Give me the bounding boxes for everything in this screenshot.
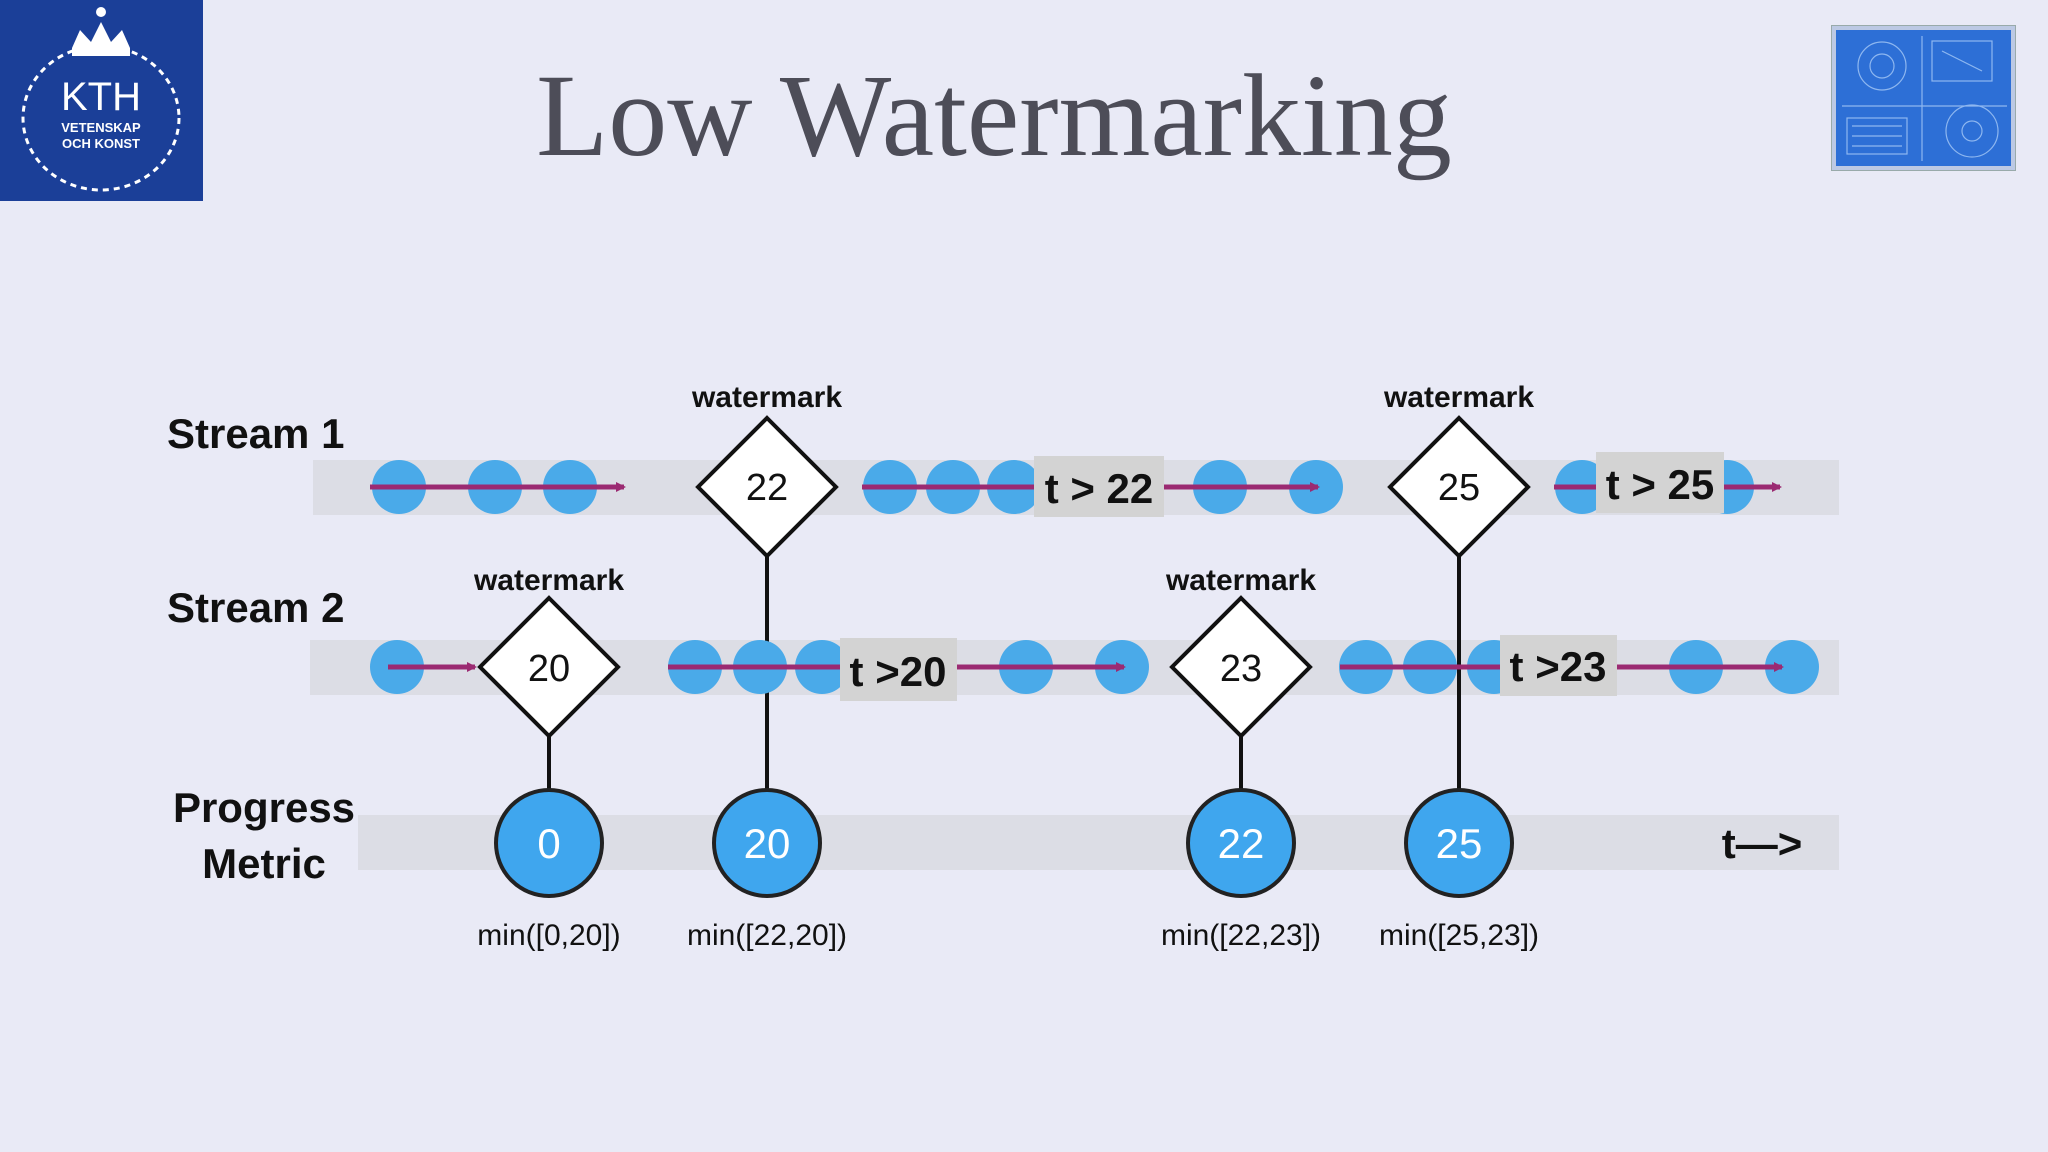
watermark-value: 20 — [528, 648, 570, 690]
progress-label-line2: Metric — [202, 840, 326, 887]
stream1-label: Stream 1 — [167, 410, 344, 457]
watermark-s2-20: 20 watermark — [473, 564, 624, 739]
condition-box-s2-20 — [840, 638, 957, 701]
progress-22: 22 min([22,23]) — [1161, 788, 1321, 952]
watermark-label: watermark — [1165, 564, 1316, 597]
svg-text:VETENSKAP: VETENSKAP — [61, 120, 141, 135]
progress-value: 25 — [1436, 820, 1483, 867]
progress-20: 20 min([22,20]) — [687, 788, 847, 952]
event-dot — [1765, 640, 1819, 694]
watermark-value: 25 — [1438, 467, 1480, 509]
svg-text:OCH KONST: OCH KONST — [62, 136, 140, 151]
progress-value: 22 — [1218, 820, 1265, 867]
svg-text:KTH: KTH — [61, 75, 141, 119]
progress-band — [358, 815, 1839, 870]
kth-logo: KTH VETENSKAP OCH KONST — [0, 0, 203, 201]
progress-formula: min([22,23]) — [1161, 919, 1321, 952]
progress-formula: min([22,20]) — [687, 919, 847, 952]
condition-s2-20: t >20 — [850, 648, 947, 695]
watermark-value: 22 — [746, 467, 788, 509]
watermark-value: 23 — [1220, 648, 1262, 690]
progress-0: 0 min([0,20]) — [477, 788, 621, 952]
watermark-s1-25: 25 watermark — [1383, 381, 1534, 559]
blueprint-image — [1831, 25, 2016, 171]
progress-value: 0 — [537, 820, 560, 867]
condition-box-s1-22 — [1034, 456, 1164, 517]
stream2-label: Stream 2 — [167, 584, 344, 631]
watermark-label: watermark — [1383, 381, 1534, 414]
condition-s1-25: t > 25 — [1606, 461, 1715, 508]
progress-label-line1: Progress — [173, 784, 355, 831]
slide-title: Low Watermarking — [536, 50, 1452, 181]
watermark-s1-22: 22 watermark — [691, 381, 842, 559]
watermark-s2-23: 23 watermark — [1165, 564, 1316, 739]
watermark-label: watermark — [691, 381, 842, 414]
progress-25: 25 min([25,23]) — [1379, 788, 1539, 952]
condition-box-s1-25 — [1596, 452, 1724, 513]
condition-box-s2-23 — [1500, 635, 1617, 696]
condition-s2-23: t >23 — [1510, 643, 1607, 690]
progress-formula: min([25,23]) — [1379, 919, 1539, 952]
progress-formula: min([0,20]) — [477, 919, 620, 952]
progress-value: 20 — [744, 820, 791, 867]
watermark-label: watermark — [473, 564, 624, 597]
condition-s1-22: t > 22 — [1045, 465, 1154, 512]
time-axis-label: t—> — [1722, 820, 1803, 867]
